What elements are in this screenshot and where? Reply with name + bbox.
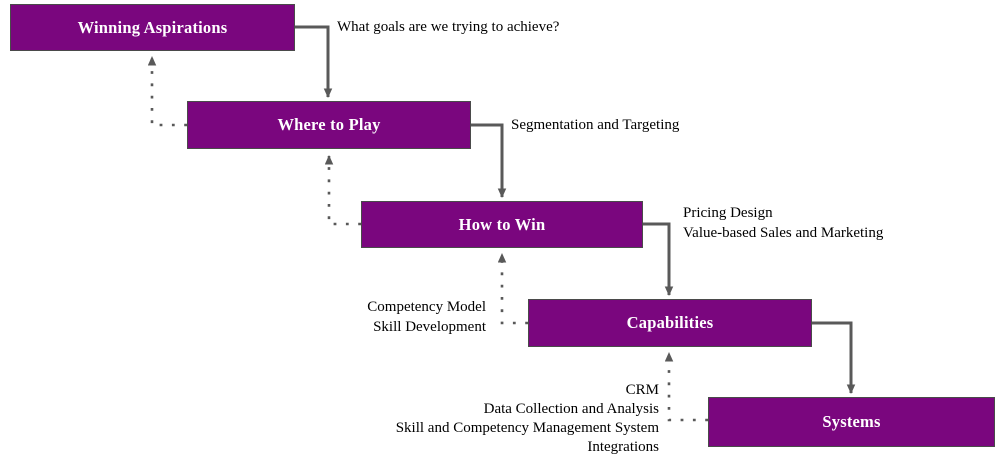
arrow-winning-aspirations-to-where-to-play — [295, 25, 333, 98]
note-line: Value-based Sales and Marketing — [683, 224, 884, 241]
note-capabilities-feedback: Competency Model Skill Development — [367, 298, 486, 337]
note-line: Data Collection and Analysis — [483, 401, 659, 417]
note-line: Integrations — [587, 439, 659, 455]
arrow-how-to-win-to-capabilities — [643, 222, 674, 296]
note-line: Pricing Design — [683, 205, 773, 221]
arrow-where-to-play-to-how-to-win — [471, 123, 507, 198]
note-line: Competency Model — [367, 299, 486, 315]
box-winning-aspirations: Winning Aspirations — [10, 4, 295, 51]
box-winning-aspirations-label: Winning Aspirations — [77, 17, 228, 37]
box-systems-label: Systems — [822, 412, 881, 431]
feedback-arrow-systems-to-capabilities — [664, 352, 708, 422]
box-capabilities: Capabilities — [528, 299, 812, 347]
note-systems-feedback: CRM Data Collection and Analysis Skill a… — [396, 381, 659, 457]
note-how-to-win-output: Pricing Design Value-based Sales and Mar… — [683, 204, 883, 243]
box-how-to-win-label: How to Win — [458, 214, 546, 234]
box-systems: Systems — [708, 397, 995, 447]
note-line: Segmentation and Targeting — [511, 117, 680, 133]
box-where-to-play: Where to Play — [187, 101, 471, 149]
note-line: CRM — [625, 382, 659, 398]
note-winning-aspirations-output: What goals are we trying to achieve? — [337, 18, 559, 38]
note-where-to-play-output: Segmentation and Targeting — [511, 116, 679, 136]
feedback-arrow-capabilities-to-how-to-win — [497, 253, 528, 325]
note-line: Skill and Competency Management System — [395, 420, 659, 436]
note-line: Skill Development — [373, 318, 486, 335]
arrow-capabilities-to-systems — [812, 321, 856, 394]
box-capabilities-label: Capabilities — [626, 313, 714, 332]
feedback-arrow-where-to-play-to-winning-aspirations — [147, 56, 187, 127]
note-line: What goals are we trying to achieve? — [337, 19, 560, 35]
box-how-to-win: How to Win — [361, 201, 643, 248]
box-where-to-play-label: Where to Play — [277, 115, 381, 134]
feedback-arrow-how-to-win-to-where-to-play — [324, 155, 361, 226]
